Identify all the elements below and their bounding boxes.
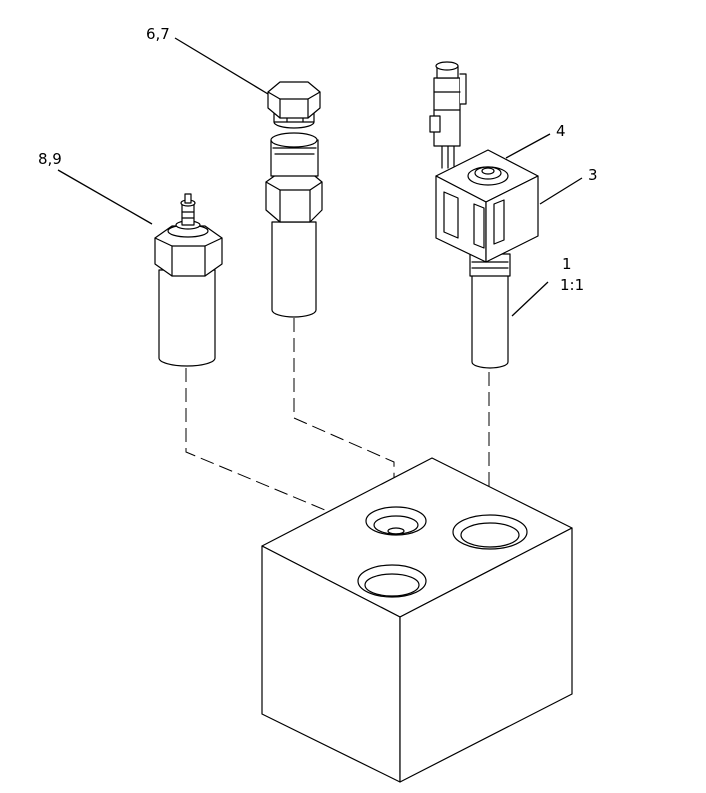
leader-lines bbox=[57, 37, 583, 317]
pressure-switch bbox=[154, 193, 223, 367]
callout-labels: 6,7 8,9 4 3 1 1:1 bbox=[38, 25, 598, 294]
callout-6-7: 6,7 bbox=[146, 25, 170, 43]
solenoid-tube bbox=[469, 253, 511, 369]
port-middle bbox=[365, 506, 427, 536]
manifold-block bbox=[261, 457, 573, 783]
solenoid-coil bbox=[435, 149, 539, 263]
callout-3: 3 bbox=[588, 166, 598, 184]
port-front bbox=[357, 564, 427, 598]
callout-8-9: 8,9 bbox=[38, 150, 62, 168]
cartridge-valve bbox=[265, 81, 323, 318]
callout-4: 4 bbox=[556, 122, 566, 140]
callout-1: 1 bbox=[562, 255, 572, 273]
callout-1-ratio: 1:1 bbox=[560, 276, 584, 294]
solenoid-connector bbox=[429, 61, 467, 169]
port-back bbox=[452, 514, 528, 550]
